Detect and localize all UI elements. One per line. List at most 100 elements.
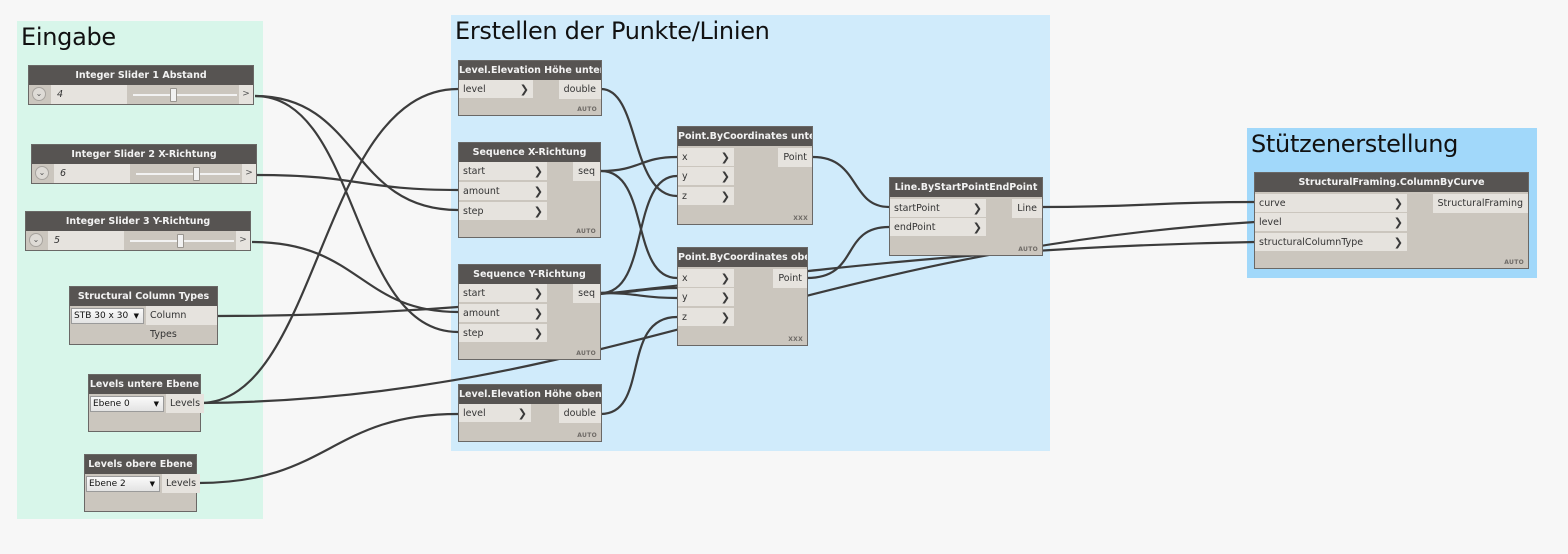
input-port-level[interactable]: level❯ (459, 404, 531, 423)
node-title: Line.ByStartPointEndPoint (890, 178, 1042, 197)
slider-thumb[interactable] (177, 234, 184, 248)
input-port-z[interactable]: z❯ (678, 187, 734, 206)
input-port-y[interactable]: y❯ (678, 288, 734, 307)
node-title: Levels untere Ebene (89, 375, 200, 394)
input-port-x[interactable]: x❯ (678, 269, 734, 288)
slider-value[interactable]: 5 (48, 231, 124, 250)
group-title-stuetzen: Stützenerstellung (1251, 130, 1459, 158)
lacing-label[interactable]: AUTO (576, 350, 596, 357)
slider-track[interactable] (136, 173, 240, 175)
integer-slider-2-node[interactable]: Integer Slider 2 X-Richtung ⌄ 6 > (31, 144, 257, 184)
port-arrow-icon: ❯ (1393, 216, 1403, 229)
port-arrow-icon: ❯ (533, 165, 543, 178)
structural-column-types-node[interactable]: Structural Column Types STB 30 x 30 ▼ Co… (69, 286, 218, 345)
node-title: Integer Slider 1 Abstand (29, 66, 253, 85)
output-port[interactable]: > (239, 85, 253, 104)
output-port-point[interactable]: Point (778, 148, 812, 167)
structuralframing-columnbycurve-node[interactable]: StructuralFraming.ColumnByCurve curve❯ l… (1254, 172, 1529, 269)
input-port-amount[interactable]: amount❯ (459, 182, 547, 201)
output-port-point[interactable]: Point (773, 269, 807, 288)
lacing-label[interactable]: AUTO (576, 228, 596, 235)
point-bycoordinates-unten-node[interactable]: Point.ByCoordinates unten x❯ y❯ z❯ Point… (677, 126, 813, 225)
input-port-y[interactable]: y❯ (678, 167, 734, 186)
expand-chevron-icon[interactable]: ⌄ (32, 87, 46, 101)
lacing-label[interactable]: AUTO (1018, 246, 1038, 253)
input-port-structuralcolumntype[interactable]: structuralColumnType❯ (1255, 233, 1407, 252)
input-port-level[interactable]: level❯ (459, 80, 533, 99)
output-port[interactable]: Levels (162, 474, 201, 493)
group-title-erstellen: Erstellen der Punkte/Linien (455, 17, 770, 45)
output-port[interactable]: > (242, 164, 256, 183)
slider-thumb[interactable] (170, 88, 177, 102)
lacing-label[interactable]: AUTO (577, 432, 597, 439)
port-arrow-icon: ❯ (533, 307, 543, 320)
node-title: Integer Slider 2 X-Richtung (32, 145, 256, 164)
output-port[interactable]: Column Types (146, 306, 217, 340)
input-port-endpoint[interactable]: endPoint❯ (890, 218, 986, 237)
wire-slider1-seqy-step[interactable] (254, 94, 459, 334)
dropdown-value: Ebene 2 (89, 479, 126, 489)
column-type-dropdown[interactable]: STB 30 x 30 ▼ (71, 308, 144, 324)
port-arrow-icon: ❯ (533, 327, 543, 340)
lacing-label[interactable]: AUTO (1504, 259, 1524, 266)
levels-untere-ebene-node[interactable]: Levels untere Ebene Ebene 0 ▼ Levels (88, 374, 205, 432)
sequence-y-node[interactable]: Sequence Y-Richtung start❯ amount❯ step❯… (458, 264, 601, 360)
wire-line-column-curve[interactable] (1041, 200, 1256, 209)
group-title-eingabe: Eingabe (21, 23, 116, 51)
lacing-label[interactable]: AUTO (577, 106, 597, 113)
node-title: Structural Column Types (70, 287, 217, 306)
level-elevation-oben-node[interactable]: Level.Elevation Höhe oben level❯ double … (458, 384, 602, 442)
port-arrow-icon: ❯ (720, 272, 730, 285)
input-port-amount[interactable]: amount❯ (459, 304, 547, 323)
integer-slider-3-node[interactable]: Integer Slider 3 Y-Richtung ⌄ 5 > (25, 211, 251, 251)
level-elevation-unten-node[interactable]: Level.Elevation Höhe unten level❯ double… (458, 60, 602, 116)
wire-slider3-seqy-amount[interactable] (251, 240, 459, 314)
wire-slider1-seqx-step[interactable] (254, 94, 459, 212)
output-port-double[interactable]: double (558, 80, 601, 99)
input-port-curve[interactable]: curve❯ (1255, 194, 1407, 213)
output-port-double[interactable]: double (558, 404, 601, 423)
expand-chevron-icon[interactable]: ⌄ (35, 166, 49, 180)
output-port[interactable]: Levels (166, 394, 205, 413)
slider-value[interactable]: 4 (51, 85, 127, 104)
dropdown-caret-icon: ▼ (133, 312, 139, 320)
output-port[interactable]: > (236, 231, 250, 250)
level-dropdown[interactable]: Ebene 2 ▼ (86, 476, 160, 492)
lacing-label[interactable]: XXX (793, 215, 808, 222)
dropdown-caret-icon: ▼ (149, 480, 155, 488)
integer-slider-1-node[interactable]: Integer Slider 1 Abstand ⌄ 4 > (28, 65, 254, 105)
input-port-start[interactable]: start❯ (459, 162, 547, 181)
level-dropdown[interactable]: Ebene 0 ▼ (90, 396, 164, 412)
node-title: Point.ByCoordinates unten (678, 127, 812, 146)
point-bycoordinates-oben-node[interactable]: Point.ByCoordinates oben x❯ y❯ z❯ Point … (677, 247, 808, 346)
input-port-start[interactable]: start❯ (459, 284, 547, 303)
input-port-step[interactable]: step❯ (459, 202, 547, 221)
input-port-x[interactable]: x❯ (678, 148, 734, 167)
node-title: Level.Elevation Höhe unten (459, 61, 601, 80)
output-port-structuralframing[interactable]: StructuralFraming (1432, 194, 1528, 213)
slider-value[interactable]: 6 (54, 164, 130, 183)
levels-obere-ebene-node[interactable]: Levels obere Ebene Ebene 2 ▼ Levels (84, 454, 201, 512)
input-port-z[interactable]: z❯ (678, 308, 734, 327)
sequence-x-node[interactable]: Sequence X-Richtung start❯ amount❯ step❯… (458, 142, 601, 238)
dropdown-caret-icon: ▼ (153, 400, 159, 408)
output-port-seq[interactable]: seq (573, 284, 600, 303)
port-arrow-icon: ❯ (720, 151, 730, 164)
node-title: Levels obere Ebene (85, 455, 196, 474)
output-port-seq[interactable]: seq (573, 162, 600, 181)
wire-slider2-seqx-amount[interactable] (256, 173, 459, 192)
port-arrow-icon: ❯ (720, 291, 730, 304)
lacing-label[interactable]: XXX (788, 336, 803, 343)
node-title: Integer Slider 3 Y-Richtung (26, 212, 250, 231)
slider-thumb[interactable] (193, 167, 200, 181)
expand-chevron-icon[interactable]: ⌄ (29, 233, 43, 247)
port-arrow-icon: ❯ (720, 190, 730, 203)
line-bystartpointendpoint-node[interactable]: Line.ByStartPointEndPoint startPoint❯ en… (889, 177, 1043, 256)
node-title: StructuralFraming.ColumnByCurve (1255, 173, 1528, 192)
output-port-line[interactable]: Line (1012, 199, 1042, 218)
dropdown-value: Ebene 0 (93, 399, 130, 409)
input-port-step[interactable]: step❯ (459, 324, 547, 343)
input-port-startpoint[interactable]: startPoint❯ (890, 199, 986, 218)
input-port-level[interactable]: level❯ (1255, 213, 1407, 232)
slider-track[interactable] (133, 94, 237, 96)
